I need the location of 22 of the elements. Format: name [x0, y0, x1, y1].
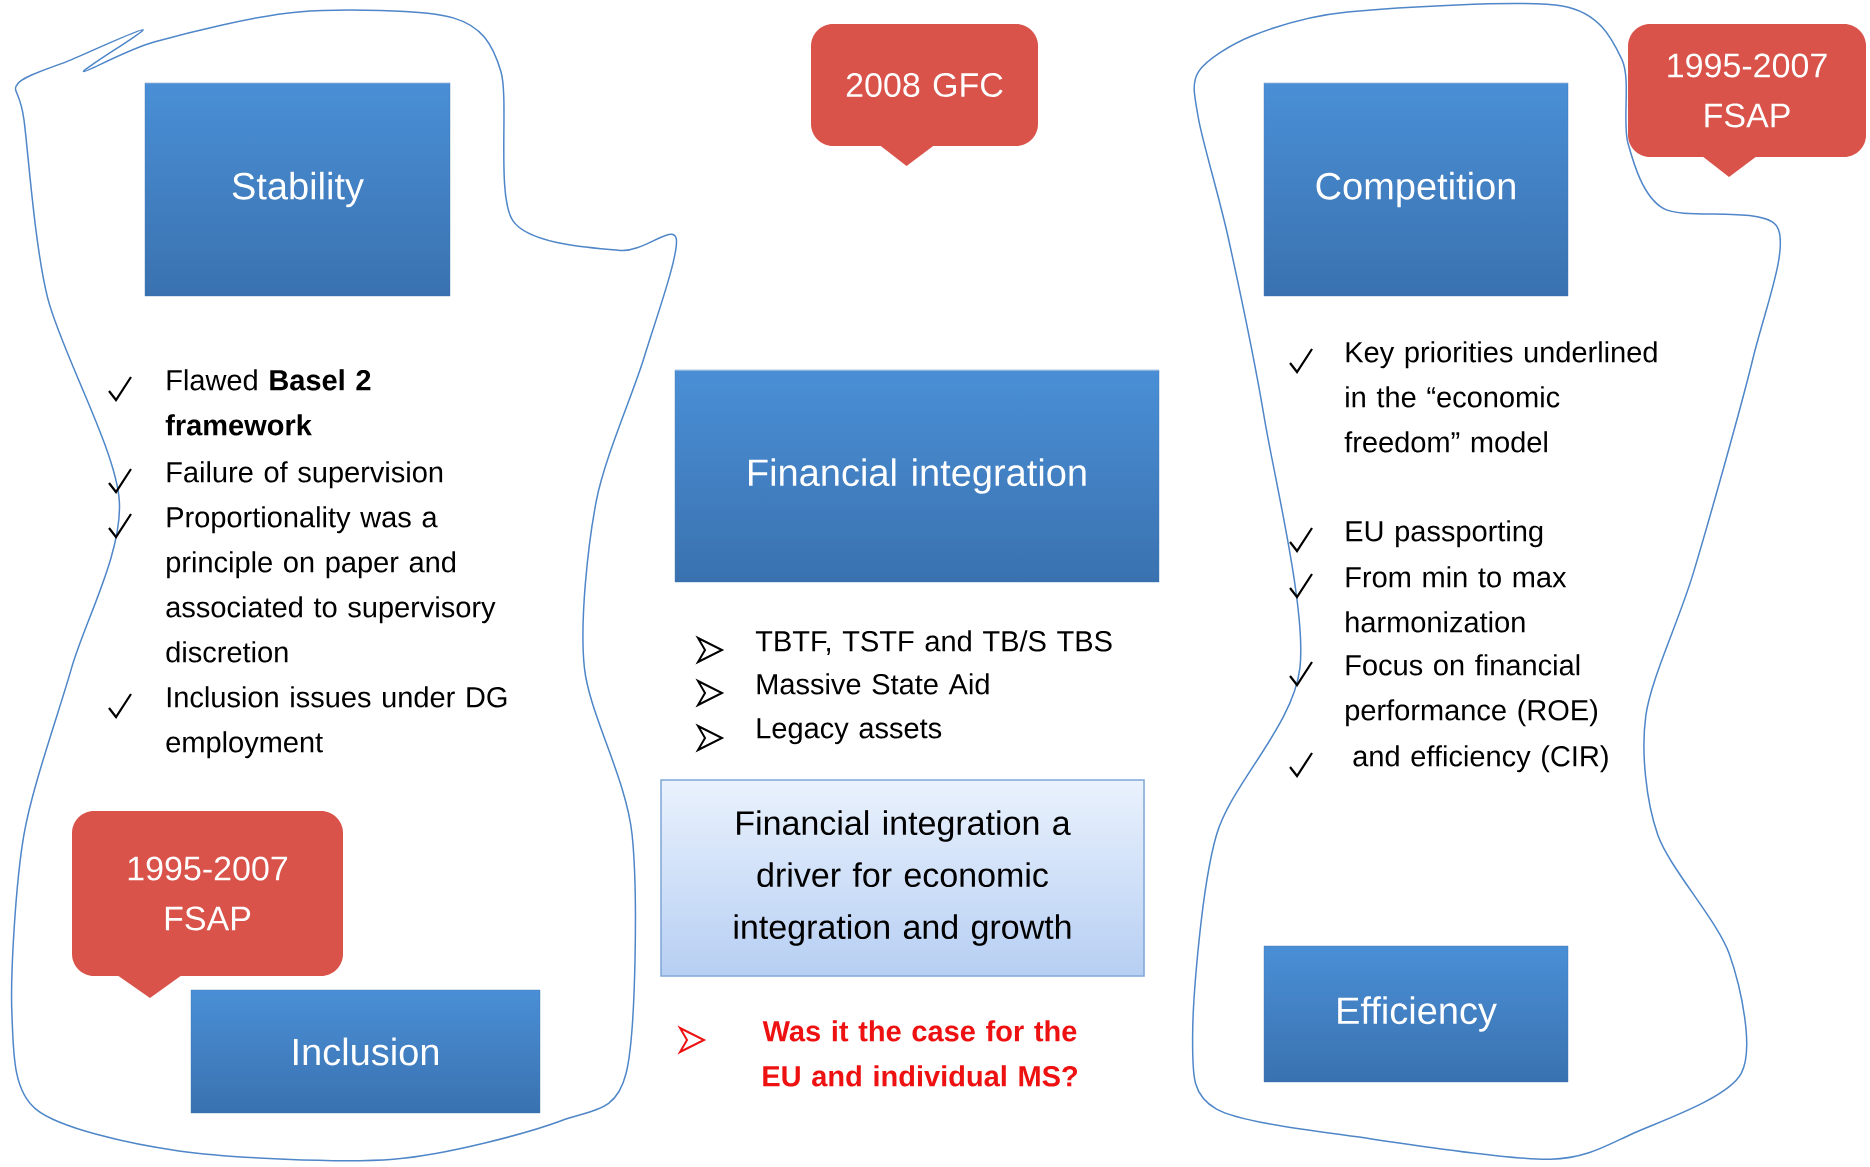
- bullet-text: Proportionality was a principle on paper and associated to supervisory discretion: [166, 506, 496, 663]
- callout-bubble: 1995-2007 FSAP: [72, 811, 343, 998]
- concept-box: Financial integration: [674, 369, 1160, 583]
- bullet-text: Flawed Basel 2 framework: [165, 369, 371, 436]
- concept-box: Competition: [1263, 82, 1569, 297]
- callout-bubble: 2008 GFC: [811, 24, 1038, 166]
- bullet-text: Inclusion issues under DG employment: [166, 686, 507, 759]
- bullet-text: From min to max harmonization: [1346, 566, 1567, 633]
- concept-box: Stability: [144, 82, 451, 297]
- callout-bubble: 1995-2007 FSAP: [1628, 24, 1866, 177]
- bullet-text: Legacy assets: [757, 718, 942, 745]
- bullet-text: Focus on financial performance (ROE): [1346, 654, 1597, 727]
- bullet-text: Was it the case for the EU and individual MS?: [762, 1020, 1078, 1087]
- bullet-text: Key priorities underlined in the “economic freedom” model: [1344, 341, 1657, 453]
- concept-box: Efficiency: [1263, 945, 1569, 1083]
- bullet-text: Massive State Aid: [757, 673, 989, 695]
- concept-box: Inclusion: [190, 989, 541, 1114]
- bullet-text: and efficiency (CIR): [1353, 745, 1608, 773]
- bullet-text: Failure of supervision: [167, 461, 443, 489]
- bullet-text: EU passporting: [1346, 520, 1543, 548]
- bullet-text: TBTF, TSTF and TB/S TBS: [755, 630, 1112, 655]
- statement-box: Financial integration a driver for economic integration and growth: [660, 779, 1145, 977]
